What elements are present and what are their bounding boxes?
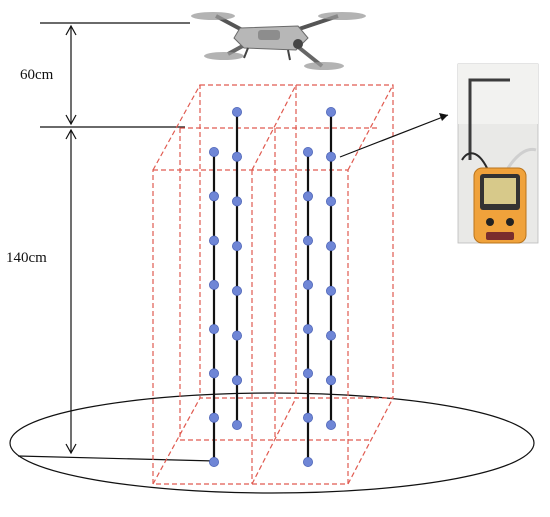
sensor-node bbox=[231, 375, 242, 386]
label-bg bbox=[4, 246, 56, 268]
sensor-node bbox=[302, 456, 313, 467]
arrow-head bbox=[65, 114, 77, 126]
sensor-node bbox=[208, 191, 219, 202]
arrow-head bbox=[65, 128, 77, 140]
sensor-node bbox=[325, 107, 336, 118]
sensor-node bbox=[325, 330, 336, 341]
sensor-node bbox=[208, 235, 219, 246]
sensor-node bbox=[208, 324, 219, 335]
sensor-node bbox=[208, 146, 219, 157]
arrow-head bbox=[65, 24, 77, 36]
sensor-node bbox=[325, 151, 336, 162]
label-bg bbox=[16, 62, 62, 84]
ground-ellipse bbox=[9, 392, 535, 494]
dimension-markers bbox=[17, 22, 216, 462]
sensor-node bbox=[208, 412, 219, 423]
device-pointer-line bbox=[339, 114, 449, 158]
cage-edge bbox=[347, 397, 394, 485]
sensor-node bbox=[231, 196, 242, 207]
sensor-node bbox=[208, 368, 219, 379]
dim-lower-label: 140cm bbox=[6, 250, 47, 266]
cage-frame bbox=[152, 84, 394, 485]
cage-edge bbox=[152, 84, 201, 171]
sensor-node bbox=[325, 375, 336, 386]
cage-edge bbox=[251, 84, 297, 171]
cage-edge bbox=[251, 397, 297, 485]
sensor-node bbox=[325, 196, 336, 207]
sensor-node bbox=[302, 235, 313, 246]
dim-bottom-line bbox=[17, 455, 216, 462]
sensor-poles bbox=[208, 107, 336, 467]
sensor-node bbox=[208, 279, 219, 290]
cage-edge bbox=[152, 397, 201, 485]
sensor-node bbox=[231, 285, 242, 296]
sensor-node bbox=[325, 419, 336, 430]
sensor-node bbox=[231, 330, 242, 341]
sensor-node bbox=[231, 151, 242, 162]
sensor-node bbox=[208, 456, 219, 467]
sensor-node bbox=[325, 285, 336, 296]
sensor-node bbox=[302, 368, 313, 379]
device-pointer-head bbox=[439, 113, 448, 121]
drone-icon bbox=[191, 12, 366, 70]
sensor-node bbox=[325, 241, 336, 252]
sensor-node bbox=[302, 279, 313, 290]
sensor-node bbox=[302, 412, 313, 423]
sensor-node bbox=[231, 107, 242, 118]
sensor-node bbox=[302, 324, 313, 335]
dim-upper-label: 60cm bbox=[20, 67, 54, 83]
sensor-node bbox=[302, 191, 313, 202]
sensor-node bbox=[302, 146, 313, 157]
sensor-node bbox=[231, 419, 242, 430]
sensor-node bbox=[231, 241, 242, 252]
cage-front-face bbox=[152, 169, 349, 485]
cage-edge bbox=[347, 84, 394, 171]
handheld-anemometer-photo bbox=[457, 63, 539, 244]
arrow-head bbox=[65, 443, 77, 455]
